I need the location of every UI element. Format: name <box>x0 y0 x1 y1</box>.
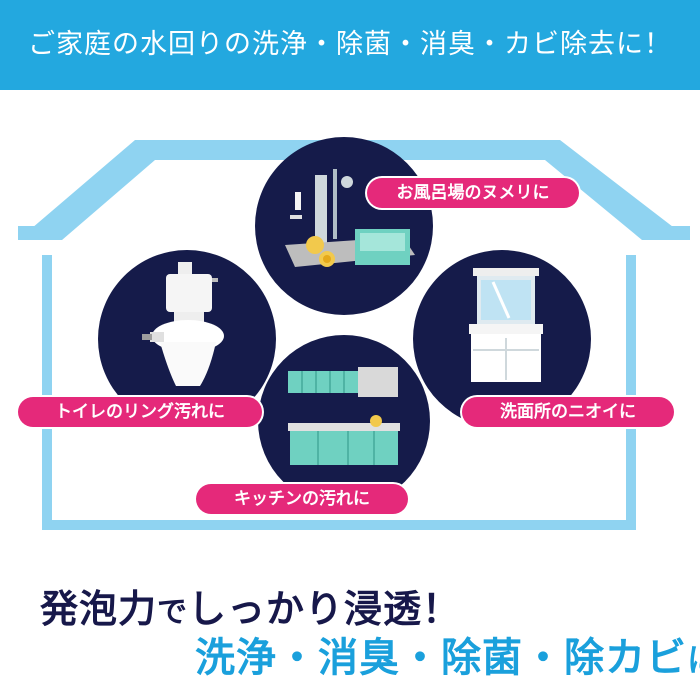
tagline-penetrate: しっかり浸透！ <box>188 587 462 631</box>
header-banner <box>0 0 700 90</box>
bathtub-icon <box>285 169 415 267</box>
banner-text: ご家庭の水回りの洗浄・除菌・消臭・カビ除去に！ <box>28 29 672 60</box>
tagline-effects: 洗浄・消臭・除菌・除カビ <box>195 635 687 681</box>
kitchen-icon <box>288 367 400 465</box>
toilet-label: トイレのリング汚れに <box>18 397 262 427</box>
sink-icon <box>469 268 543 382</box>
washroom-label: 洗面所のニオイに <box>462 397 674 427</box>
tagline-ni: に <box>687 641 700 679</box>
kitchen-circle <box>258 335 430 507</box>
kitchen-label: キッチンの汚れに <box>196 484 408 514</box>
tagline-line2: 洗浄・消臭・除菌・除カビに <box>195 625 700 683</box>
toilet-icon <box>142 262 224 386</box>
tagline-line1: 発泡力でしっかり浸透！ <box>40 578 461 633</box>
bath-label: お風呂場のヌメリに <box>367 178 579 208</box>
tagline-foam: 発泡力 <box>40 587 158 631</box>
tagline-de: で <box>157 595 189 630</box>
bath-circle <box>255 137 433 315</box>
